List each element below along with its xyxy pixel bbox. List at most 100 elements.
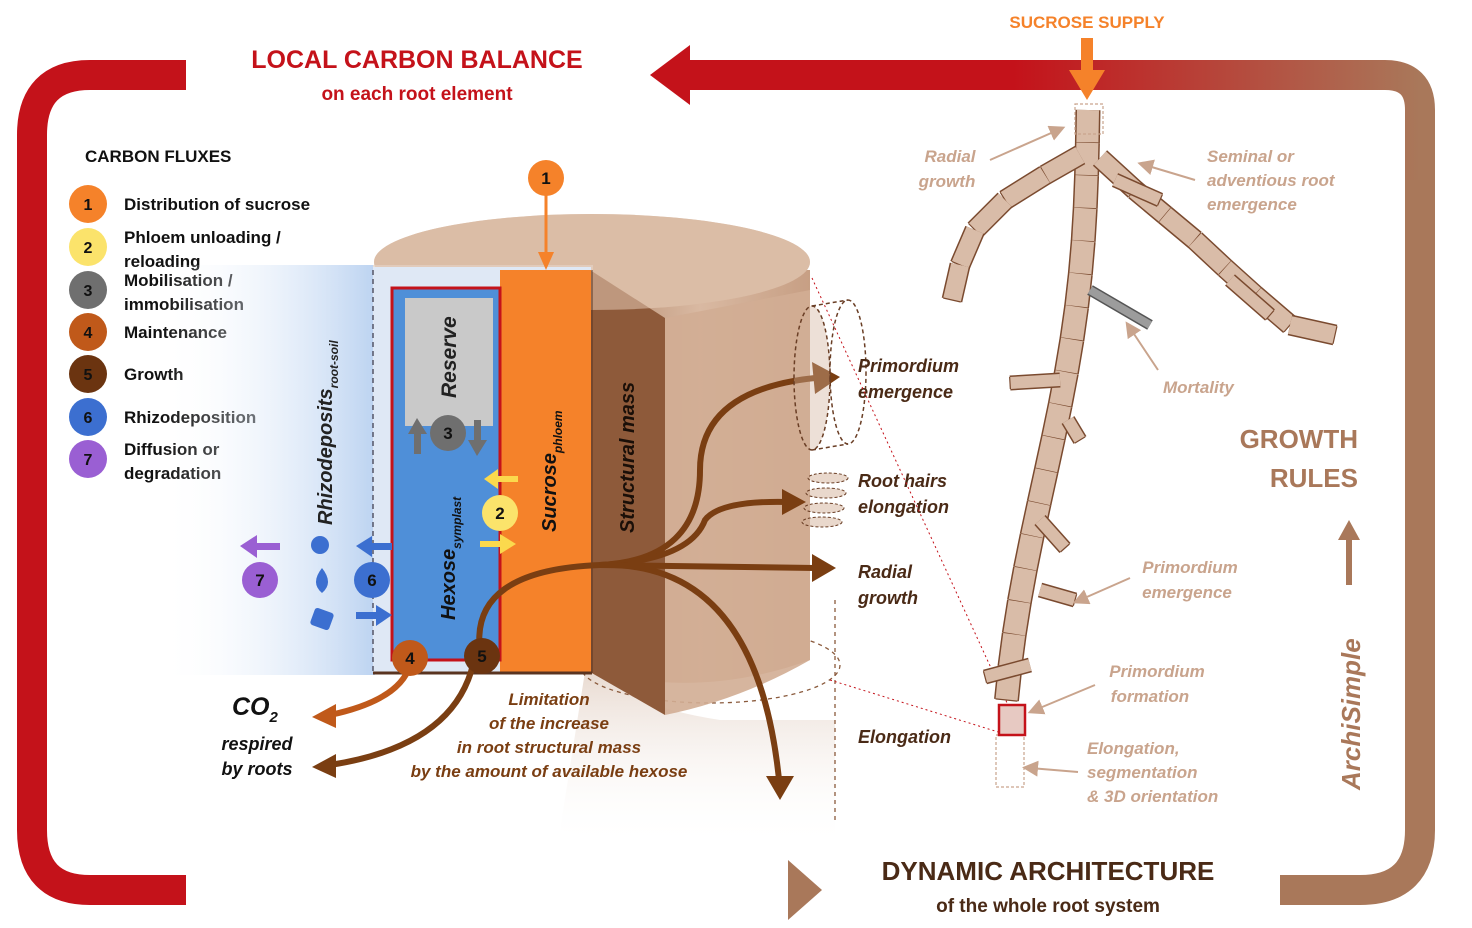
arch-elong-1: Elongation, [1087,739,1180,758]
flux2-arrows [480,469,518,554]
flux-circle-number: 5 [477,647,486,666]
sucrose-label: Sucrosephloem [539,410,565,532]
flux-circle-number: 7 [255,571,264,590]
co2-label: CO2 [232,693,279,726]
header-title: LOCAL CARBON BALANCE [251,46,582,74]
legend-label: Distribution of sucrose [124,195,310,214]
flux-circle-4: 4 [392,640,428,676]
flux-circle-number: 3 [443,424,452,443]
arch-radial-1: Radial [924,147,976,166]
primordium-emergence-2: emergence [858,382,953,402]
hexose-label: Hexosesymplast [438,496,464,620]
top-cycle-arrow [680,60,1435,200]
legend-number: 7 [84,452,93,469]
zoom-lines [811,277,1009,736]
primordium-emergence-1: Primordium [858,356,959,376]
taproot [994,109,1101,702]
flux-circle-bg [354,562,390,598]
elongation-label: Elongation [858,727,951,747]
lateral-root-5 [1111,173,1164,207]
growth-to-co2-arrowhead [312,754,336,778]
maintenance-arrowhead [312,704,336,728]
lateral-root-3 [1037,582,1078,608]
root-hairs-2: elongation [858,497,949,517]
legend-circle [69,398,107,436]
co2-line2: by roots [221,759,292,779]
legend-heading: CARBON FLUXES [85,147,231,166]
legend-circle [69,355,107,393]
architecture-pointers [989,125,1196,777]
root-hairs [801,472,849,528]
root-system [941,103,1338,788]
flux3-arrows [408,418,487,456]
architecture-labels: Radial growth Seminal or adventious root… [918,147,1336,806]
soil-gradient [160,265,375,675]
flux7-arrow [240,535,280,558]
radial-growth-1: Radial [858,562,913,582]
radial-growth-2: growth [857,588,918,608]
hexose-sub: symplast [450,496,464,549]
legend-circle [69,313,107,351]
legend-number: 1 [84,197,93,214]
growth-rules-1: GROWTH [1240,424,1358,454]
flux-circle-bg [464,638,500,674]
limitation-line-3: in root structural mass [457,738,641,757]
co2-sub: 2 [269,709,279,726]
header-subtitle: on each root element [321,84,513,105]
growth-output-labels: Primordium emergence Root hairs elongati… [857,356,959,747]
sucrose-supply-label: SUCROSE SUPPLY [1009,13,1165,32]
rhizodeposits-label: Rhizodepositsroot-soil [315,340,341,525]
legend: CARBON FLUXES [85,147,231,166]
flux1-arrowhead [538,252,554,270]
arch-seminal-2: adventious root [1207,171,1336,190]
lateral-root-1 [1061,416,1087,444]
top-arrowhead [650,45,690,105]
limitation-line-1: Limitation [508,690,589,709]
legend-number: 4 [84,325,93,342]
growth-rules-2: RULES [1270,463,1358,493]
growth-flows [476,375,816,791]
legend-number: 2 [84,240,93,257]
arch-prim-em-1: Primordium [1142,558,1237,577]
rhizodeposits-sub: root-soil [327,340,341,389]
sucrose-sub: phloem [551,410,565,454]
sucrose-supply-arrow [1069,38,1105,100]
flux-circle-number: 2 [495,504,504,523]
arch-prim-em-2: emergence [1142,583,1232,602]
rhizodeposits-text: Rhizodeposits [315,388,337,525]
legend-circle [69,185,107,223]
flux-circle-7: 7 [242,562,278,598]
co2-text: CO [232,693,270,721]
flux-circle-3: 3 [430,415,466,451]
arch-elong-2: segmentation [1087,763,1198,782]
left-seminal-root [941,145,1086,303]
flux-circle-5: 5 [464,638,500,674]
legend-number: 6 [84,410,93,427]
root-hairs-1: Root hairs [858,471,947,491]
flux-circle-2: 2 [482,495,518,531]
dead-root [1087,285,1153,330]
limitation-text: Limitation of the increase in root struc… [411,690,688,781]
legend-number: 3 [84,283,93,300]
flux-circle-bg [392,640,428,676]
flux6-arrows [310,536,392,631]
lateral-root-0 [1009,372,1061,391]
arch-elong-3: & 3D orientation [1087,787,1218,806]
legend-circle [69,440,107,478]
highlighted-root-element [997,703,1027,737]
taproot-new-growth [995,103,1104,788]
growth-rules-arrow [1338,520,1360,585]
legend-circle [69,271,107,309]
arch-seminal-1: Seminal or [1207,147,1295,166]
arch-prim-form-1: Primordium [1109,662,1204,681]
flux-circles: 1 2 3 4 5 6 7 [242,160,564,676]
limitation-line-4: by the amount of available hexose [411,762,688,781]
legend-number: 5 [84,367,93,384]
sucrose-text: Sucrose [539,453,561,532]
archisimple-label: ArchiSimple [1336,638,1366,791]
flux-circle-number: 6 [367,571,376,590]
sucrose-compartment [500,270,591,672]
flux-circle-1: 1 [528,160,564,196]
